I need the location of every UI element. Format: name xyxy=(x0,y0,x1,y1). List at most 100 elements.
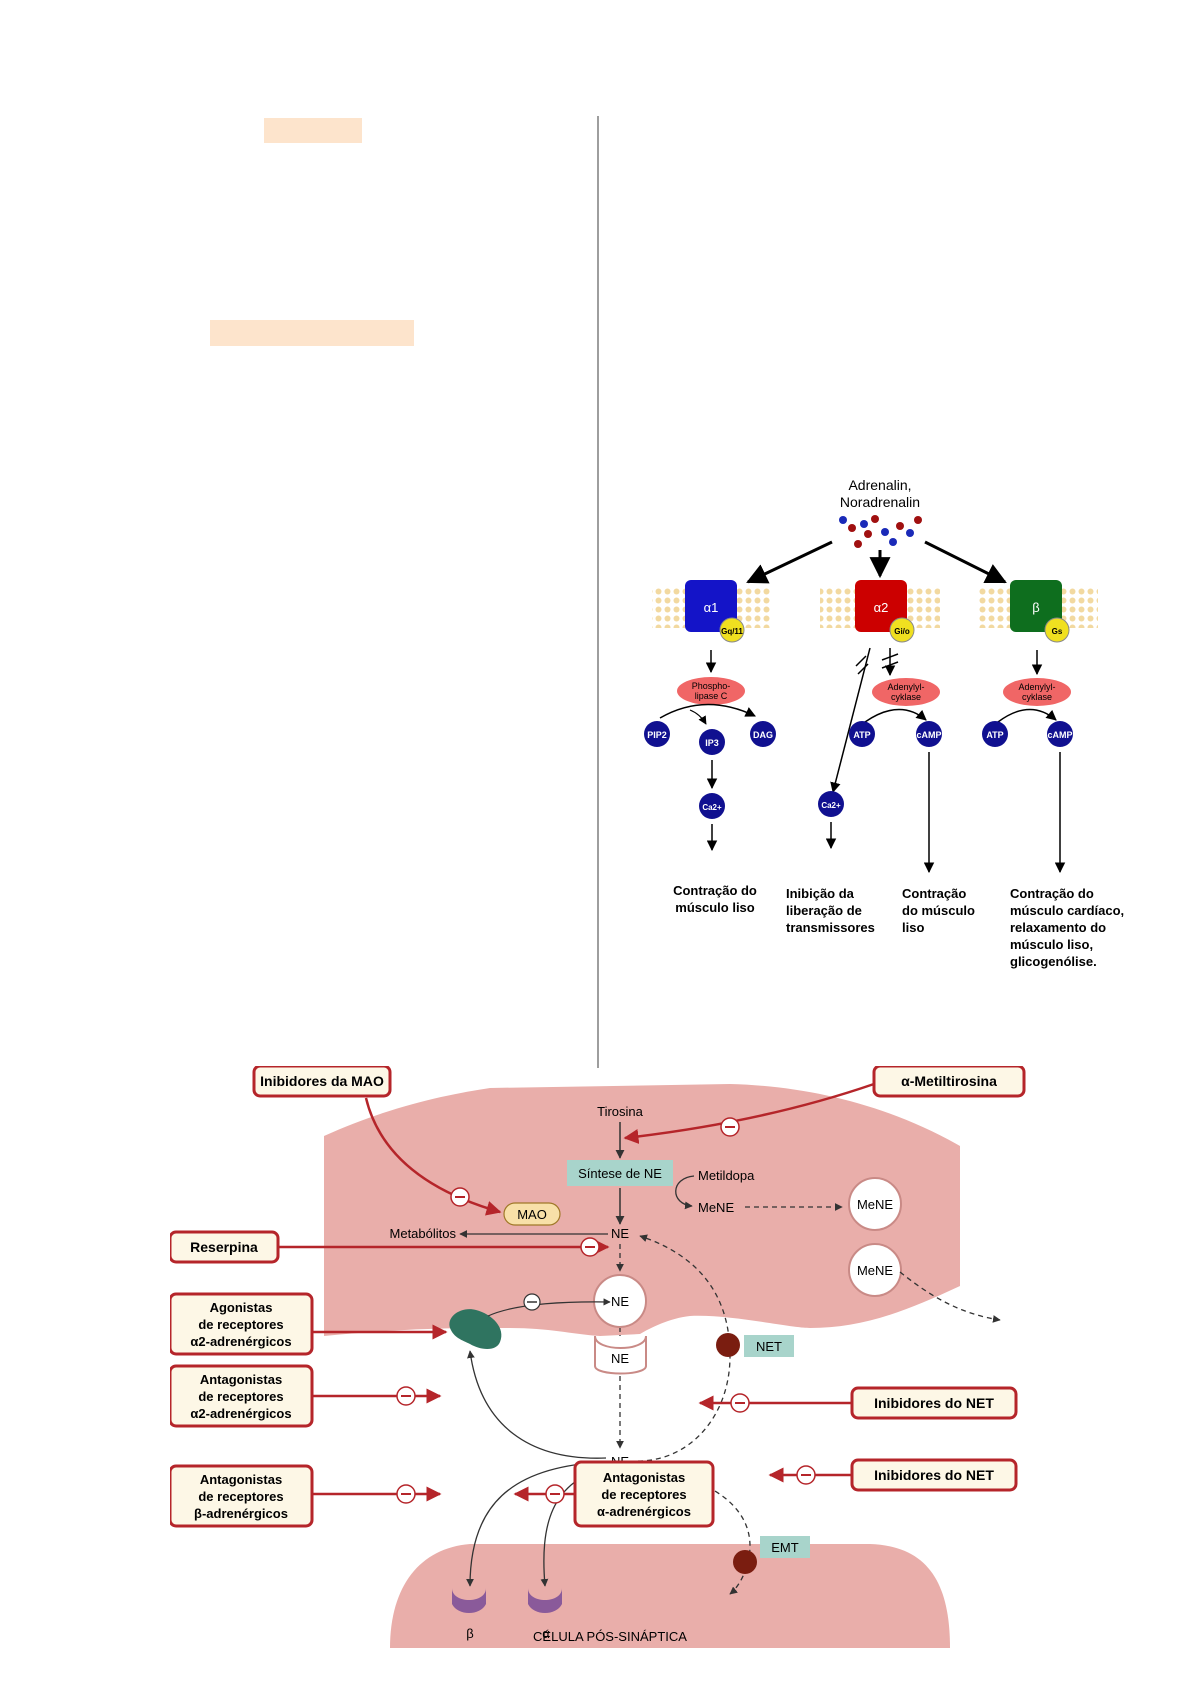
arrow-to-beta xyxy=(924,540,1007,584)
ip3-molecule xyxy=(699,729,725,755)
ne-synthesis-box xyxy=(567,1160,673,1186)
alpha2-agonists-line3: α2-adrenérgicos xyxy=(190,1334,291,1349)
adrenergic-receptor-diagram: Adrenalin, Noradrenalin α1 Gq/11 α2 Gi/o… xyxy=(644,477,1124,969)
ne-fusing-label: NE xyxy=(611,1351,629,1366)
net-box xyxy=(744,1335,794,1357)
mene-vesicle-1 xyxy=(848,1177,902,1231)
beta-antagonists-box xyxy=(170,1464,314,1528)
alpha2-agonists-box xyxy=(170,1292,314,1356)
alpha2-effect-right-line1: Contração xyxy=(902,886,966,901)
ne-vesicle-label: NE xyxy=(611,1294,629,1309)
postsynaptic-label: CÉLULA PÓS-SINÁPTICA xyxy=(533,1629,687,1644)
mao-inhibitors-box xyxy=(252,1066,392,1098)
mene-vesicle-2 xyxy=(848,1243,902,1297)
alpha2-effect-right-line2: do músculo xyxy=(902,903,975,918)
ne-synthesis-label: Síntese de NE xyxy=(578,1166,662,1181)
noradrenergic-synapse-diagram: MeNE MeNE NE NE Tirosina Síntese de NE N… xyxy=(170,1066,1026,1648)
beta-receptor-label: β xyxy=(1032,600,1039,615)
beta-enzyme-line1: Adenylyl- xyxy=(1018,682,1055,692)
beta-receptor xyxy=(452,1588,486,1613)
ip3-label: IP3 xyxy=(705,738,719,748)
alpha2-effect-left-line3: transmissores xyxy=(786,920,875,935)
alpha-methyltyrosine-label: α-Metiltirosina xyxy=(901,1073,997,1089)
presynaptic-terminal xyxy=(324,1084,960,1336)
arrow-to-alpha1 xyxy=(746,540,833,584)
alpha-antagonists-line3: α-adrenérgicos xyxy=(597,1504,691,1519)
beta-enzyme-line2: cyklase xyxy=(1022,692,1052,702)
alpha-antagonists-line2: de receptores xyxy=(601,1487,686,1502)
alpha1-calcium-molecule xyxy=(699,793,725,819)
alpha1-receptor-label: α1 xyxy=(704,600,719,615)
alpha2-atp-label: ATP xyxy=(853,730,870,740)
alpha2-atp-molecule xyxy=(849,721,875,747)
net-transporter xyxy=(716,1333,740,1357)
highlight-bar-1 xyxy=(264,118,362,143)
alpha2-enzyme-line2: cyklase xyxy=(891,692,921,702)
mene-label: MeNE xyxy=(698,1200,734,1215)
column-divider xyxy=(597,116,599,1068)
beta-camp-label: cAMP xyxy=(1047,730,1072,740)
beta-receptor xyxy=(1010,580,1062,632)
alpha2-receptor xyxy=(855,580,907,632)
beta-gprotein xyxy=(1044,617,1070,643)
alpha1-calcium-label: Ca2+ xyxy=(702,803,722,812)
beta-antagonists-line3: β-adrenérgicos xyxy=(194,1506,288,1521)
beta-antagonists-line1: Antagonistas xyxy=(200,1472,282,1487)
beta-effect-line1: Contração do xyxy=(1010,886,1094,901)
ligand-label-line1: Adrenalin, xyxy=(848,477,911,493)
mene-vesicle-2-label: MeNE xyxy=(857,1263,893,1278)
alpha2-receptor-label: α2 xyxy=(874,600,889,615)
beta-effect-line4: músculo liso, xyxy=(1010,937,1093,952)
emt-label: EMT xyxy=(771,1540,799,1555)
ne-fusing-vesicle xyxy=(594,1335,647,1375)
alpha2-antagonists-line2: de receptores xyxy=(198,1389,283,1404)
highlight-bar-2 xyxy=(210,320,414,346)
alpha-antagonists-line1: Antagonistas xyxy=(603,1470,685,1485)
alpha2-gprotein-label: Gi/o xyxy=(894,627,910,636)
phospholipase-c-line1: Phospho- xyxy=(692,681,731,691)
net-inhibitors-label-2: Inibidores do NET xyxy=(874,1467,994,1483)
beta-effect-line2: músculo cardíaco, xyxy=(1010,903,1124,918)
beta-receptor-label: β xyxy=(466,1626,473,1641)
net-inhibitors-label-1: Inibidores do NET xyxy=(874,1395,994,1411)
postsynaptic-cell xyxy=(390,1544,950,1648)
tyrosine-label: Tirosina xyxy=(597,1104,644,1119)
phospholipase-c-line2: lipase C xyxy=(695,691,728,701)
ligand-label-line2: Noradrenalin xyxy=(840,494,920,510)
alpha2-camp-label: cAMP xyxy=(916,730,941,740)
emt-transporter xyxy=(733,1550,757,1574)
net-label: NET xyxy=(756,1339,782,1354)
beta-atp-label: ATP xyxy=(986,730,1003,740)
ligand-dots xyxy=(839,515,922,548)
alpha2-autoreceptor xyxy=(449,1309,502,1349)
ne-cytosol-label: NE xyxy=(611,1226,629,1241)
phospholipase-c-enzyme xyxy=(677,677,745,705)
mao-inhibitors-label: Inibidores da MAO xyxy=(260,1073,384,1089)
alpha-receptor xyxy=(528,1588,562,1613)
methyldopa-label: Metildopa xyxy=(698,1168,755,1183)
alpha2-effect-left-line2: liberação de xyxy=(786,903,862,918)
alpha1-gprotein xyxy=(719,617,745,643)
alpha2-gprotein xyxy=(889,617,915,643)
alpha2-enzyme-line1: Adenylyl- xyxy=(887,682,924,692)
alpha2-camp-molecule xyxy=(916,721,942,747)
alpha1-gprotein-label: Gq/11 xyxy=(721,627,743,636)
alpha1-effect-line2: músculo liso xyxy=(675,900,755,915)
alpha1-effect-line1: Contração do xyxy=(673,883,757,898)
dag-label: DAG xyxy=(753,730,773,740)
pip2-molecule xyxy=(644,721,670,747)
metabolites-label: Metabólitos xyxy=(390,1226,457,1241)
alpha2-calcium-label: Ca2+ xyxy=(821,801,841,810)
beta-antagonists-line2: de receptores xyxy=(198,1489,283,1504)
beta-atp-molecule xyxy=(982,721,1008,747)
mao-enzyme xyxy=(503,1202,561,1226)
beta-effect-line3: relaxamento do xyxy=(1010,920,1106,935)
mene-vesicle-1-label: MeNE xyxy=(857,1197,893,1212)
alpha-methyltyrosine-box xyxy=(872,1066,1026,1098)
alpha-receptor-label: α xyxy=(542,1626,550,1641)
beta-gprotein-label: Gs xyxy=(1052,627,1063,636)
emt-box xyxy=(760,1536,810,1558)
beta-camp-molecule xyxy=(1047,721,1073,747)
beta-effect-line5: glicogenólise. xyxy=(1010,954,1097,969)
alpha1-receptor xyxy=(685,580,737,632)
